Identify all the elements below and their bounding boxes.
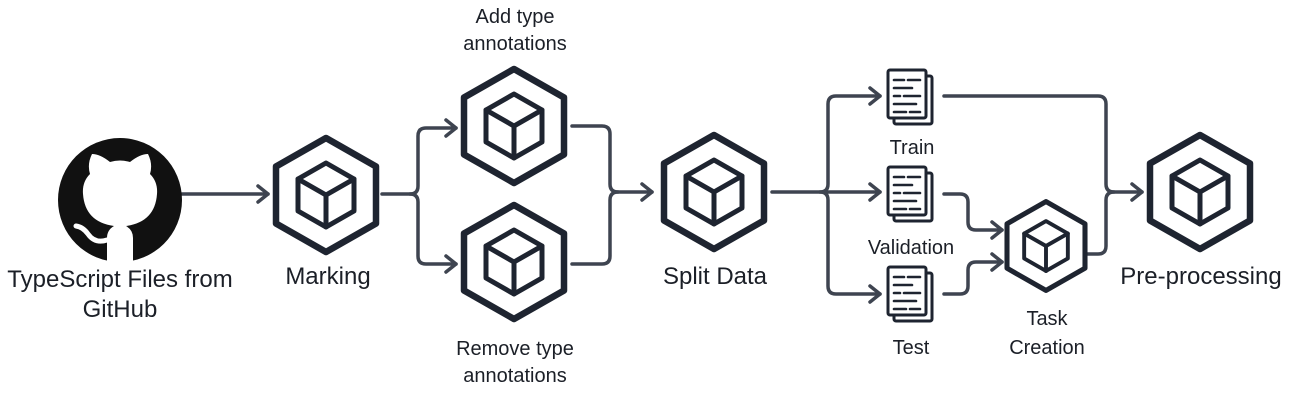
split-data-label: Split Data — [663, 263, 768, 290]
edge-train-preprocessing — [942, 94, 1144, 194]
add-types-node: Add type annotations — [463, 6, 566, 183]
edge-split-train — [770, 94, 882, 194]
edge-validation-task — [942, 192, 1004, 232]
edge-marking-remove-types — [408, 192, 458, 266]
cube-icon — [464, 205, 564, 319]
edge-marking-add-types — [380, 126, 458, 196]
github-label-line-2: GitHub — [83, 296, 158, 323]
split-data-node: Split Data — [663, 135, 768, 290]
validation-node: Validation — [868, 165, 954, 259]
document-icon — [886, 165, 934, 223]
train-node: Train — [886, 68, 935, 159]
cube-icon — [1007, 202, 1085, 291]
remove-types-node: Remove type annotations — [456, 205, 574, 387]
remove-types-label-line-1: Remove type — [456, 338, 574, 360]
train-label: Train — [890, 137, 935, 159]
cube-icon — [1150, 135, 1250, 249]
connectors — [180, 86, 1144, 304]
document-icon — [886, 265, 934, 323]
edge-task-preprocessing — [1084, 190, 1116, 256]
task-creation-label-line-1: Task — [1026, 308, 1068, 330]
cube-icon — [664, 135, 764, 249]
test-label: Test — [893, 337, 930, 359]
marking-node: Marking — [276, 138, 376, 290]
cube-icon — [464, 69, 564, 183]
preprocessing-node: Pre-processing — [1120, 135, 1282, 290]
edge-remove-types-split — [570, 190, 620, 266]
edge-split-test — [818, 190, 882, 296]
task-creation-node: Task Creation — [1007, 202, 1085, 359]
github-octocat-icon — [58, 138, 182, 262]
task-creation-label-line-2: Creation — [1009, 337, 1085, 359]
test-node: Test — [886, 265, 934, 359]
edge-test-task — [942, 260, 1004, 296]
edge-add-types-split — [570, 124, 654, 194]
remove-types-label-line-2: annotations — [463, 365, 566, 387]
add-types-label-line-2: annotations — [463, 33, 566, 55]
document-icon — [886, 68, 934, 126]
marking-label: Marking — [285, 263, 370, 290]
github-label-line-1: TypeScript Files from — [7, 266, 232, 293]
add-types-label-line-1: Add type — [476, 6, 555, 28]
cube-icon — [276, 138, 376, 252]
preprocessing-label: Pre-processing — [1120, 263, 1281, 290]
validation-label: Validation — [868, 237, 954, 259]
github-node: TypeScript Files from GitHub — [7, 138, 233, 323]
